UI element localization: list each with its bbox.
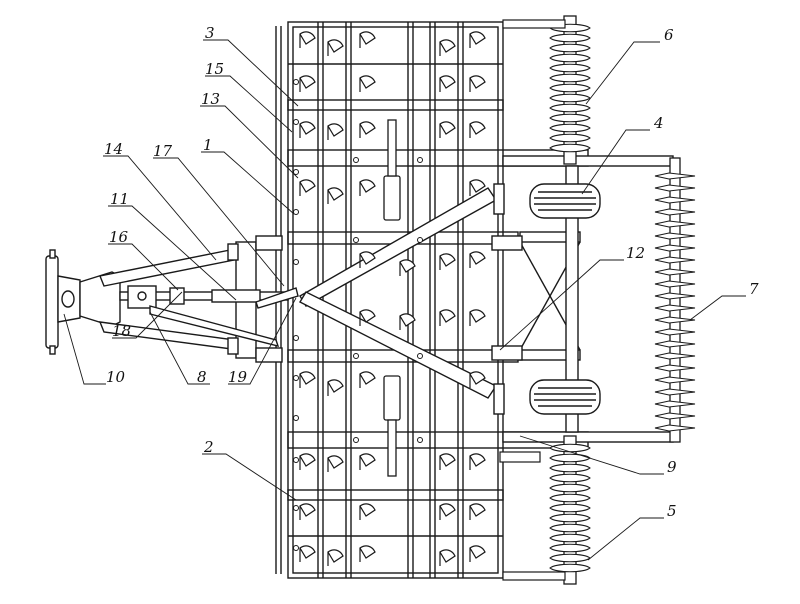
callout-1: 1 (203, 136, 213, 154)
callout-18: 18 (112, 322, 131, 340)
wheel-assembly (491, 155, 674, 443)
disc-gang-lower (499, 435, 591, 585)
callout-17: 17 (153, 142, 173, 160)
callout-11: 11 (110, 190, 129, 208)
hydraulic-cylinders (383, 119, 401, 477)
callout-19: 19 (228, 368, 248, 386)
callout-13: 13 (201, 90, 220, 108)
callout-5: 5 (667, 502, 677, 520)
disc-gang-upper (502, 15, 591, 165)
spiral-roller (654, 157, 696, 443)
callout-12: 12 (626, 244, 645, 262)
callout-15: 15 (205, 60, 224, 78)
drawbar (45, 235, 299, 363)
callout-2: 2 (203, 438, 214, 456)
callout-4: 4 (653, 114, 664, 132)
callout-3: 3 (205, 24, 215, 42)
callout-labels: 1 2 3 4 5 6 7 8 9 10 11 12 13 14 15 16 1… (104, 24, 759, 520)
callout-10: 10 (106, 368, 126, 386)
callout-7: 7 (749, 280, 759, 298)
leader-lines (63, 39, 746, 561)
bolts (293, 79, 423, 551)
tine-rows (299, 31, 486, 567)
callout-8: 8 (197, 368, 207, 386)
callout-9: 9 (667, 458, 677, 476)
callout-14: 14 (104, 140, 123, 158)
callout-6: 6 (664, 26, 674, 44)
callout-16: 16 (109, 228, 129, 246)
